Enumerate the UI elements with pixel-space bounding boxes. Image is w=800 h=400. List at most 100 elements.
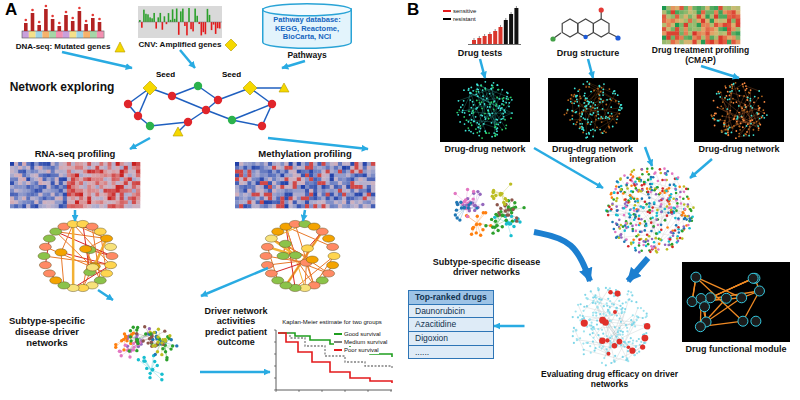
legend-item: Poor survival bbox=[334, 347, 379, 354]
drug-network: Drug-drug network integration bbox=[543, 78, 644, 165]
seed-label-box: Seed bbox=[222, 71, 241, 80]
legend-swatch bbox=[334, 341, 342, 343]
evaluation-network: Evaluating drug efficacy on driver netwo… bbox=[525, 284, 696, 390]
legend-text: Good survival bbox=[344, 331, 381, 337]
caption-box: DNA-seq: Mutated genes bbox=[15, 42, 111, 51]
legend-item: resistant bbox=[443, 16, 476, 23]
caption-box: Subtype-specific disease driver networks bbox=[3, 316, 91, 349]
table-cell: Digoxion bbox=[408, 331, 494, 346]
panel-letter: A bbox=[5, 1, 17, 20]
legend-swatch bbox=[443, 10, 451, 12]
flow-arrows bbox=[75, 147, 712, 300]
caption: Subtype-specific disease driver networks bbox=[427, 257, 547, 278]
flow-arrow bbox=[282, 61, 305, 68]
caption: Drug functional module bbox=[685, 344, 787, 354]
caption-box: Network exploring bbox=[9, 81, 115, 95]
legend-text: Poor survival bbox=[344, 347, 379, 353]
figure-area bbox=[548, 78, 638, 142]
flow-arrow bbox=[200, 371, 270, 374]
caption-box: Drug functional module bbox=[685, 344, 787, 354]
flow-arrow bbox=[494, 325, 525, 328]
legend-swatch bbox=[443, 18, 451, 20]
caption: Drug structure bbox=[556, 48, 620, 58]
caption: Drug-drug network bbox=[698, 144, 780, 154]
edge-label: Driver network activities predict patien… bbox=[203, 306, 269, 347]
caption-box: Drug-drug network bbox=[444, 144, 526, 154]
caption: DNA-seq: Mutated genes bbox=[15, 42, 111, 51]
caption-box: Subtype-specific disease driver networks bbox=[427, 257, 547, 278]
driver-network: Subtype-specific disease driver networks bbox=[427, 165, 548, 278]
caption-box: Drug-drug network integration bbox=[543, 144, 643, 165]
caption: Drug-drug network bbox=[444, 144, 526, 154]
figure-area bbox=[95, 298, 200, 395]
panel-letter-box: A bbox=[5, 1, 17, 20]
legend-text: resistant bbox=[453, 16, 476, 22]
figure-area bbox=[235, 162, 375, 208]
drug-ranking-table: Top-ranked drugsDaunorubicinAzacitidineD… bbox=[408, 290, 494, 360]
legend-item: sensitive bbox=[443, 8, 476, 15]
caption: Subtype-specific disease driver networks bbox=[3, 316, 91, 349]
flow-arrow bbox=[701, 66, 739, 78]
caption: Methylation profiling bbox=[258, 149, 353, 160]
functional-module-art bbox=[682, 262, 790, 342]
flow-arrow bbox=[588, 59, 593, 78]
table-cell: Daunorubicin bbox=[408, 304, 494, 319]
caption: Drug-drug network integration bbox=[543, 144, 643, 165]
caption-box: Pathways bbox=[287, 51, 328, 61]
caption: RNA-seq profiling bbox=[34, 149, 116, 160]
legend-text: Medium survival bbox=[344, 339, 387, 345]
caption-box: Drug tests bbox=[457, 48, 503, 58]
cmap-heatmap: Drug treatment profiling (CMAP) bbox=[636, 6, 767, 66]
legend-item: Medium survival bbox=[334, 339, 387, 346]
caption: Network exploring bbox=[9, 81, 115, 95]
caption: CNV: Amplified genes bbox=[138, 40, 222, 49]
figure-area bbox=[138, 6, 222, 38]
legend-text: sensitive bbox=[453, 8, 476, 14]
integrated-network-art bbox=[605, 167, 695, 254]
figure-area bbox=[560, 284, 660, 368]
figure-area bbox=[662, 6, 740, 44]
figure-area bbox=[120, 68, 290, 138]
caption: Kaplan-Meier estimate for two groups bbox=[282, 319, 383, 326]
legend-swatch bbox=[334, 333, 342, 335]
figure-area bbox=[682, 262, 790, 342]
seed-label: Seed bbox=[156, 71, 175, 80]
legend-swatch bbox=[334, 349, 342, 351]
table-header: Top-ranked drugs bbox=[408, 290, 494, 305]
mutation-plot: DNA-seq: Mutated genes bbox=[15, 6, 111, 52]
caption: Drug tests bbox=[457, 48, 503, 58]
flow-arrow bbox=[268, 138, 368, 149]
flow-arrow bbox=[180, 50, 195, 68]
survival-plot-art bbox=[274, 330, 392, 392]
database-shape: Pathway database: KEGG, Reactome, BioCar… bbox=[262, 3, 352, 49]
table-box: Top-ranked drugsDaunorubicinAzacitidineD… bbox=[408, 290, 494, 360]
seed-network-art bbox=[124, 81, 289, 136]
legend-item: Good survival bbox=[334, 331, 381, 338]
database-text: Pathway database: KEGG, Reactome, BioCar… bbox=[262, 3, 352, 47]
caption-box: Evaluating drug efficacy on driver netwo… bbox=[525, 370, 695, 390]
cmap-art bbox=[662, 6, 740, 44]
flow-arrow bbox=[62, 52, 132, 68]
seed-markers bbox=[115, 39, 237, 52]
gene-network-art bbox=[38, 220, 340, 291]
caption-box: Drug-drug network bbox=[698, 144, 780, 154]
figure-area bbox=[694, 78, 784, 142]
flow-arrow bbox=[130, 138, 150, 149]
caption-box: Methylation profiling bbox=[258, 149, 353, 160]
driver-network: Subtype-specific disease driver networks bbox=[3, 298, 200, 395]
panel-letter-box: B bbox=[407, 1, 419, 20]
drug-network-art bbox=[440, 78, 784, 142]
cnv-plot: CNV: Amplified genes bbox=[138, 6, 222, 50]
seed-label: Seed bbox=[222, 71, 241, 80]
panel-letter: B bbox=[407, 1, 419, 20]
evaluation-network-art bbox=[572, 287, 651, 367]
drug-network: Drug-drug network bbox=[694, 78, 784, 155]
drug-structure: Drug structure bbox=[548, 6, 628, 59]
heatmap-art bbox=[10, 162, 375, 208]
database-cylinder: Pathway database: KEGG, Reactome, BioCar… bbox=[262, 3, 352, 61]
figure-area bbox=[22, 6, 104, 40]
